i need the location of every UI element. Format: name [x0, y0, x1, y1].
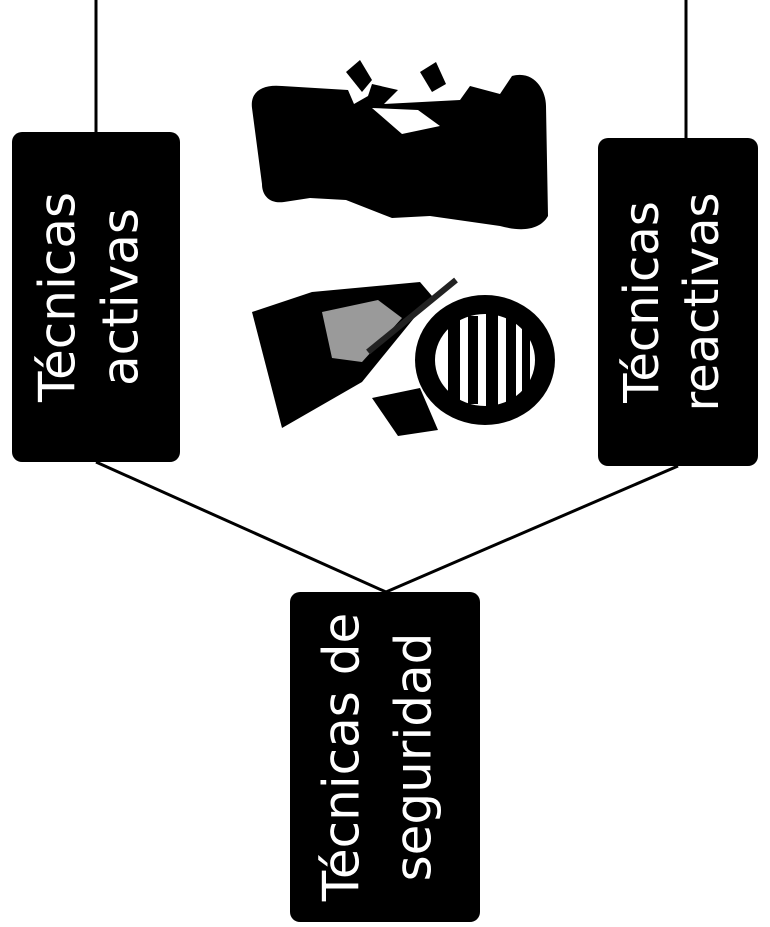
node-active-techniques: Técnicas activas	[12, 132, 180, 462]
node-root-security-techniques: Técnicas de seguridad	[290, 592, 480, 922]
node-active-box	[12, 132, 180, 462]
node-reactive-line2: reactivas	[674, 193, 730, 412]
node-root-line2: seguridad	[385, 633, 443, 882]
padlock-shield-icon	[252, 277, 555, 436]
node-active-line2: activas	[92, 208, 150, 386]
node-reactive-techniques: Técnicas reactivas	[598, 138, 758, 466]
node-active-line1: Técnicas	[29, 192, 87, 403]
node-root-line1: Técnicas de	[313, 613, 371, 902]
node-root-box	[290, 592, 480, 922]
connector-right-to-root	[385, 464, 679, 594]
node-reactive-box	[598, 138, 758, 466]
hand-stop-icon	[251, 60, 548, 230]
node-reactive-line1: Técnicas	[614, 201, 670, 404]
connector-left-to-root	[95, 460, 387, 594]
